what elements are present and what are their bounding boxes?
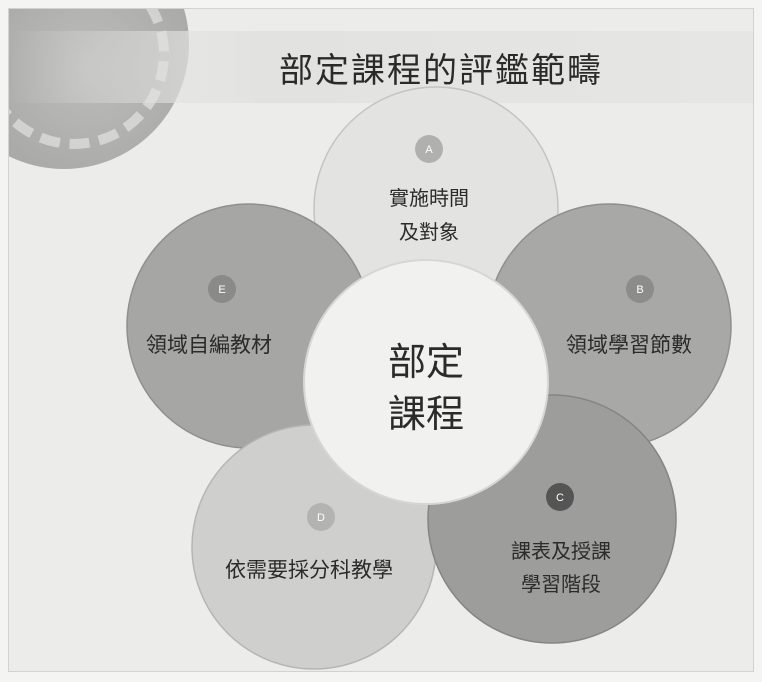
petal-c-label-line1: 課表及授課: [511, 539, 611, 563]
petal-b-badge: [626, 275, 654, 303]
petal-e-badge: [208, 275, 236, 303]
slide: 部定課程的評鑑範疇 A 實施時間 及對象 部定 課程 B 領域學習節數: [8, 8, 754, 672]
cycle-diagram: A 實施時間 及對象 部定 課程 B 領域學習節數 E 領域自編教材 D: [126, 86, 732, 670]
title-band: [9, 31, 753, 103]
petal-e-label: 領域自編教材: [146, 333, 272, 357]
center-label-line1: 部定: [388, 340, 464, 384]
petal-a-badge: [415, 135, 443, 163]
petal-c-label-line2: 學習階段: [521, 572, 601, 596]
petal-c-badge: [546, 483, 574, 511]
petal-c-badge-label: C: [556, 492, 564, 504]
center-circle: [303, 259, 549, 505]
petal-d-badge-label: D: [317, 512, 325, 524]
petal-d-label: 依需要採分科教學: [225, 558, 393, 582]
center-label-line2: 課程: [388, 392, 464, 436]
petal-a-label-line1: 實施時間: [389, 186, 469, 210]
petal-a-label-line2: 及對象: [399, 220, 459, 244]
petal-b-badge-label: B: [636, 284, 643, 296]
petal-e-badge-label: E: [218, 284, 225, 296]
petal-d-badge: [307, 503, 335, 531]
petal-b-label: 領域學習節數: [566, 333, 692, 357]
petal-a-badge-label: A: [425, 144, 433, 156]
slide-title: 部定課程的評鑑範疇: [279, 51, 603, 91]
